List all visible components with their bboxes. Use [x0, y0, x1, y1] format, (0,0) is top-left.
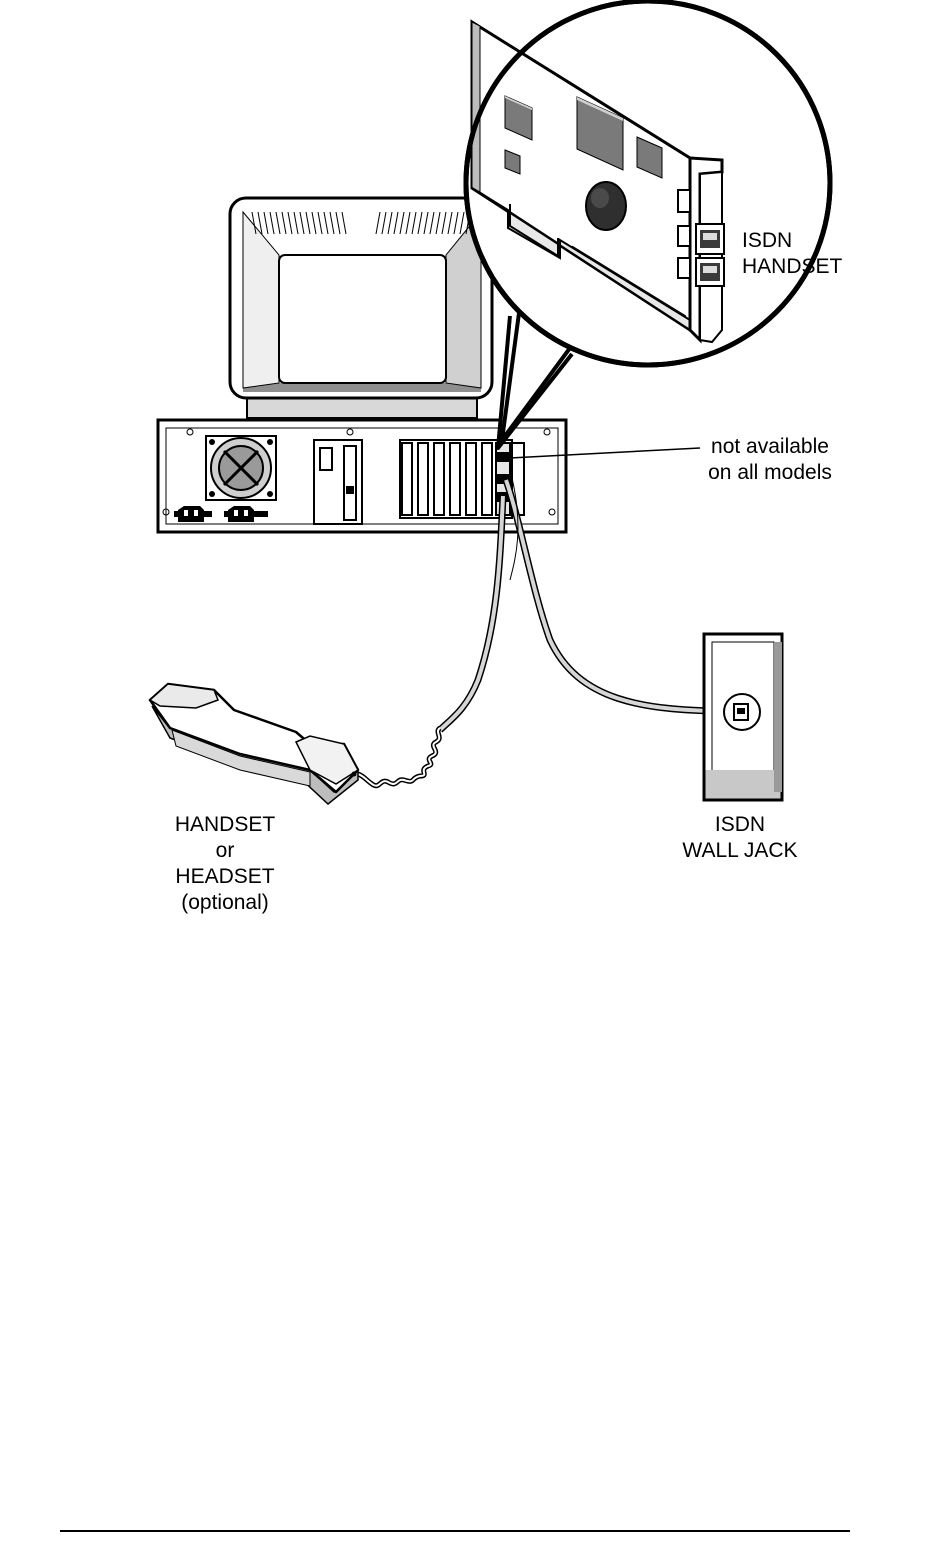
- handset-label-line-4: (optional): [160, 890, 290, 916]
- handset-label: HANDSET or HEADSET (optional): [160, 812, 290, 916]
- wall-jack-label-line-2: WALL JACK: [680, 838, 800, 864]
- drive-panel-icon: [314, 440, 362, 524]
- note-line-2: on all models: [700, 460, 840, 486]
- handset-label-line-1: HANDSET: [160, 812, 290, 838]
- isdn-wall-jack-icon: [704, 634, 782, 800]
- wall-jack-label-line-1: ISDN: [680, 812, 800, 838]
- fan-icon: [206, 436, 276, 500]
- handset-port-label: HANDSET: [742, 254, 842, 280]
- telephone-handset-icon: [150, 684, 358, 804]
- isdn-port-icon: [696, 224, 724, 254]
- card-ports-label: ISDN HANDSET: [742, 228, 842, 280]
- wall-jack-label: ISDN WALL JACK: [680, 812, 800, 864]
- handset-port-icon: [696, 258, 724, 286]
- monitor-icon: [230, 198, 492, 418]
- coiled-cord-icon: [358, 728, 440, 786]
- isdn-port-label: ISDN: [742, 228, 842, 254]
- availability-note: not available on all models: [700, 434, 840, 486]
- footer-rule: [60, 1530, 850, 1532]
- handset-label-line-3: HEADSET: [160, 864, 290, 890]
- note-line-1: not available: [700, 434, 840, 460]
- handset-label-line-2: or: [160, 838, 290, 864]
- isdn-adapter-card-icon: [466, 1, 830, 448]
